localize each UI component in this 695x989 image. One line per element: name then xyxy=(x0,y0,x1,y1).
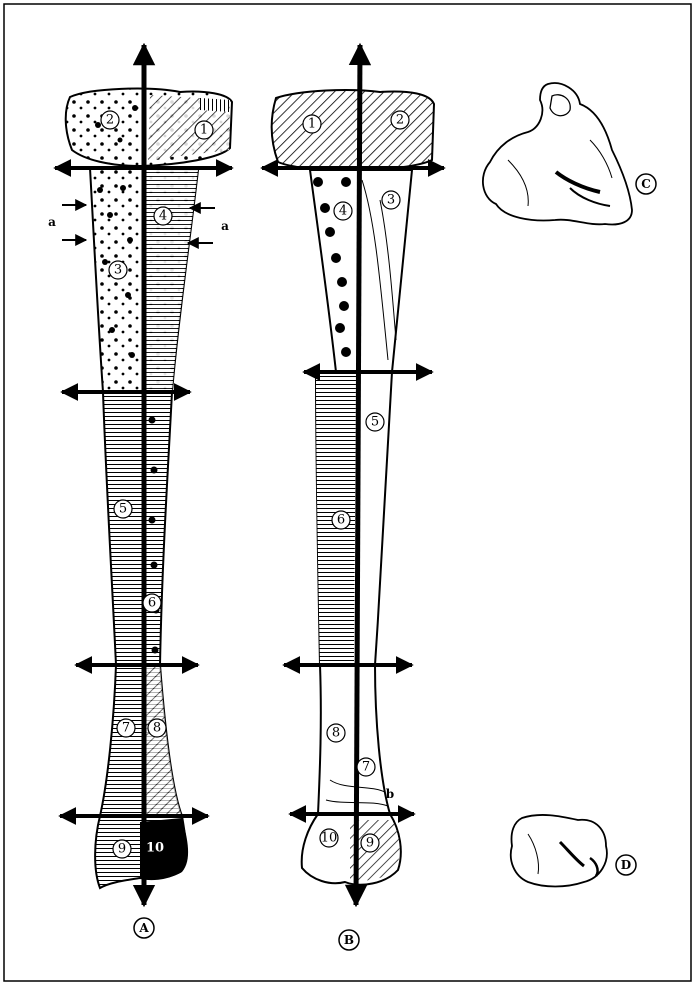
bone-a-region-5: 5 xyxy=(119,502,127,517)
view-c: C xyxy=(483,83,656,224)
bone-a-region-8: 8 xyxy=(153,721,161,736)
figure-label-b: B xyxy=(344,933,354,947)
marker-a-left: a xyxy=(48,215,56,229)
bone-a-region-2: 2 xyxy=(106,113,114,128)
view-d-outline xyxy=(511,815,607,887)
bone-b: b 1 2 3 4 5 6 7 8 9 10 B xyxy=(262,45,444,950)
bone-a-region-6: 6 xyxy=(148,596,156,611)
bone-b-lower-shaft xyxy=(318,665,390,814)
bone-b-region-5: 5 xyxy=(371,415,379,430)
bone-b-region-9: 9 xyxy=(366,836,374,851)
bone-a-region-1: 1 xyxy=(200,123,208,138)
bone-b-region-7: 7 xyxy=(362,760,370,775)
view-d: D xyxy=(511,815,636,887)
bone-b-region-2: 2 xyxy=(396,113,404,128)
bone-b-region-10: 10 xyxy=(321,831,338,846)
bone-a-region-9: 9 xyxy=(118,842,126,857)
bone-b-region-3: 3 xyxy=(387,193,395,208)
bone-a: a a 1 2 3 4 5 6 7 8 9 10 A xyxy=(48,45,232,938)
view-c-outline xyxy=(483,83,632,224)
bone-b-region-6: 6 xyxy=(337,513,345,528)
bone-b-region-4: 4 xyxy=(339,204,347,219)
figure-label-c: C xyxy=(641,177,651,191)
bone-a-region-3: 3 xyxy=(114,263,122,278)
bone-a-region-7: 7 xyxy=(122,721,130,736)
bone-b-head xyxy=(272,90,434,170)
bone-a-region-10: 10 xyxy=(146,841,164,856)
marker-b: b xyxy=(386,787,394,801)
bone-a-region-4: 4 xyxy=(159,209,167,224)
marker-a-right: a xyxy=(221,219,229,233)
bone-a-mid-shaft xyxy=(103,392,172,665)
figure-label-d: D xyxy=(621,858,631,872)
figure-label-a: A xyxy=(138,921,149,935)
bone-b-region-8: 8 xyxy=(332,726,340,741)
bone-b-region-1: 1 xyxy=(308,117,316,132)
